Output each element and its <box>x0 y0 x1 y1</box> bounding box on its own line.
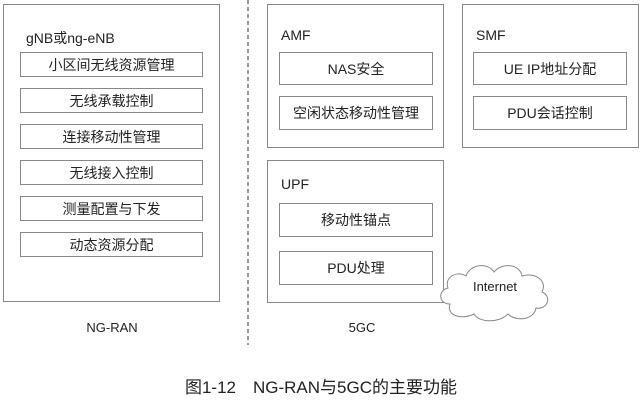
ran-function: 测量配置与下发 <box>20 196 203 221</box>
ran-node-title: gNB或ng-eNB <box>26 30 115 46</box>
upf-function: PDU处理 <box>279 251 433 285</box>
ran-node-box: gNB或ng-eNB <box>3 4 220 302</box>
upf-title: UPF <box>281 176 309 192</box>
ran-label: NG-RAN <box>86 320 138 335</box>
ran-function: 无线接入控制 <box>20 160 203 185</box>
core-label: 5GC <box>348 320 376 335</box>
divider-dashed-line <box>247 0 249 345</box>
internet-label: Internet <box>472 279 518 294</box>
amf-function: NAS安全 <box>279 52 433 85</box>
figure-caption: 图1-12 NG-RAN与5GC的主要功能 <box>184 378 458 397</box>
ran-function: 小区间无线资源管理 <box>20 52 203 77</box>
ran-function: 动态资源分配 <box>20 232 203 257</box>
upf-function: 移动性锚点 <box>279 203 433 237</box>
amf-title: AMF <box>281 27 311 43</box>
internet-cloud-icon <box>440 265 549 322</box>
smf-title: SMF <box>476 27 506 43</box>
ran-function: 连接移动性管理 <box>20 124 203 149</box>
amf-function: 空闲状态移动性管理 <box>279 96 433 130</box>
smf-function: UE IP地址分配 <box>473 52 627 85</box>
ran-function: 无线承载控制 <box>20 88 203 113</box>
smf-function: PDU会话控制 <box>473 96 627 130</box>
